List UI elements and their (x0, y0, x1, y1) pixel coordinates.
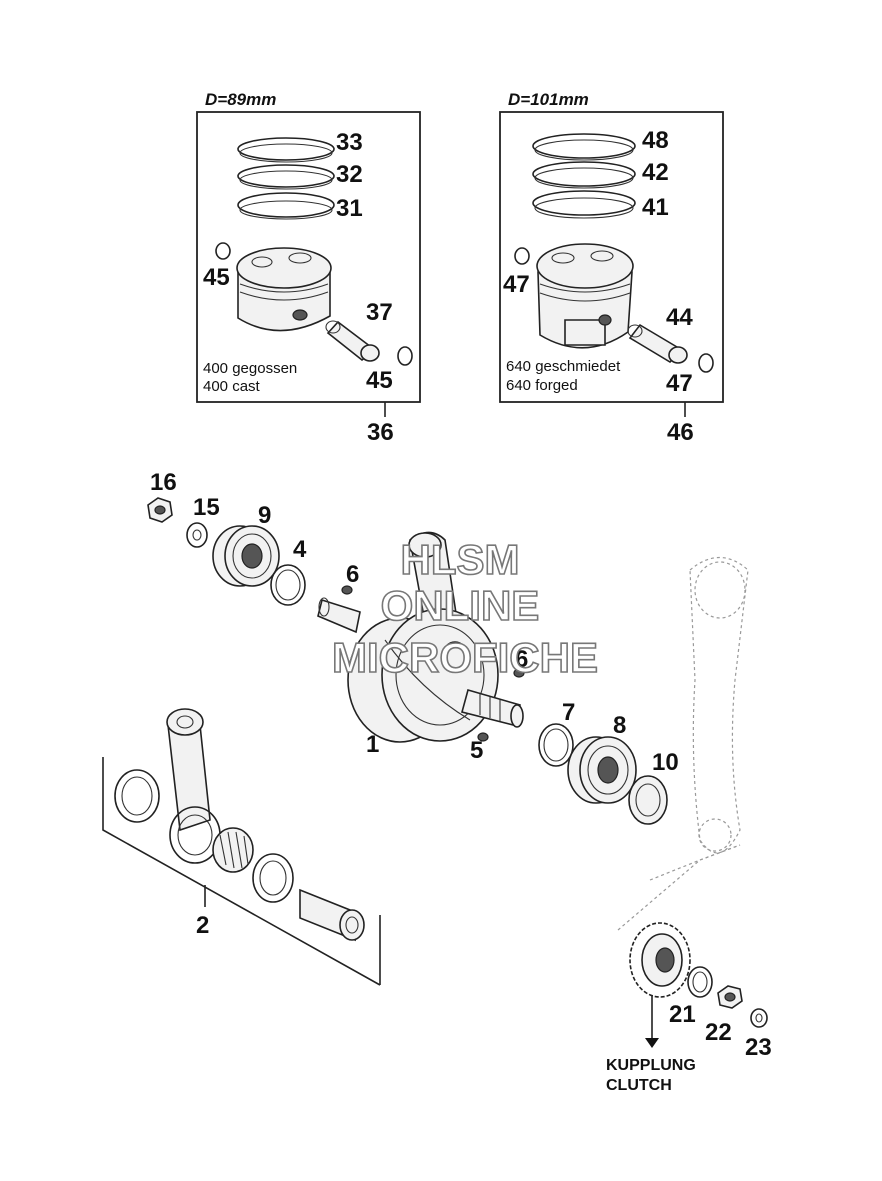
circlip-upper-right (514, 247, 530, 265)
note-400-gegossen: 400 gegossen (203, 360, 297, 377)
callout-6-right: 6 (515, 646, 528, 673)
panel-piston-101mm: D=101mm 48 42 41 47 (499, 90, 724, 446)
clutch-arrow-head (645, 1038, 659, 1048)
watermark-line-2: ONLINE (381, 582, 540, 629)
circlip-lower-right (698, 353, 714, 373)
callout-36: 36 (367, 419, 394, 446)
diameter-label-89: D=89mm (205, 90, 276, 109)
callout-41: 41 (642, 194, 669, 221)
callout-15: 15 (193, 494, 220, 521)
washer-21 (687, 966, 713, 998)
callout-10: 10 (652, 749, 679, 776)
callout-23: 23 (745, 1034, 772, 1061)
note-400-cast: 400 cast (203, 378, 261, 395)
woodruff-key-6-right (513, 668, 525, 678)
callout-48: 48 (642, 127, 669, 154)
callout-46: 46 (667, 419, 694, 446)
piston-rings-left (237, 137, 335, 220)
callout-45-lower: 45 (366, 367, 393, 394)
oil-seal-10 (628, 775, 668, 825)
shim-7 (538, 723, 574, 767)
callout-44: 44 (666, 304, 693, 331)
panel-piston-89mm: D=89mm 33 32 31 45 (196, 90, 421, 446)
callout-42: 42 (642, 159, 669, 186)
callout-1: 1 (366, 731, 379, 758)
note-640-geschmiedet: 640 geschmiedet (506, 358, 621, 375)
watermark: HLSM ONLINE MICROFICHE (331, 535, 599, 682)
callout-45-upper: 45 (203, 264, 230, 291)
shim-4 (270, 564, 306, 606)
callout-32: 32 (336, 161, 363, 188)
bearing-9 (212, 525, 280, 587)
crankshaft-1 (317, 531, 524, 743)
callout-22: 22 (705, 1019, 732, 1046)
callout-4: 4 (293, 536, 307, 563)
callout-31: 31 (336, 195, 363, 222)
gear-guide-line (617, 844, 741, 931)
watermark-line-3: MICROFICHE (332, 634, 598, 681)
callout-8: 8 (613, 712, 626, 739)
diameter-label-101: D=101mm (508, 90, 589, 109)
callout-5: 5 (470, 737, 483, 764)
note-640-forged: 640 forged (506, 377, 578, 394)
callout-9: 9 (258, 502, 271, 529)
conrod-kit-2 (102, 708, 381, 986)
washer-15 (186, 522, 208, 548)
woodruff-key-6-left (341, 585, 353, 595)
watermark-line-1: HLSM (401, 536, 520, 583)
timing-chain-sketch (649, 557, 749, 881)
nut-22 (717, 985, 743, 1009)
circlip-upper-left (215, 242, 231, 260)
piston-left (236, 247, 332, 332)
callout-33: 33 (336, 129, 363, 156)
callout-7: 7 (562, 699, 575, 726)
needle-bearing (212, 827, 254, 873)
wrist-pin-right (627, 323, 688, 364)
callout-47-lower: 47 (666, 370, 693, 397)
callout-6-left: 6 (346, 561, 359, 588)
piston-rings-right (532, 133, 636, 219)
callout-47-upper: 47 (503, 271, 530, 298)
washer-23 (750, 1008, 768, 1028)
piston-right (536, 243, 634, 349)
circlip-lower-left (397, 346, 413, 366)
wrist-pin-left (325, 320, 380, 362)
primary-gear (629, 922, 691, 998)
woodruff-key-5 (477, 732, 489, 742)
callout-37: 37 (366, 299, 393, 326)
caption-clutch: CLUTCH (606, 1077, 672, 1094)
callout-21: 21 (669, 1001, 696, 1028)
callout-2: 2 (196, 912, 209, 939)
caption-kupplung: KUPPLUNG (606, 1057, 696, 1074)
nut-16 (147, 497, 173, 523)
bearing-8 (567, 736, 637, 804)
callout-16: 16 (150, 469, 177, 496)
